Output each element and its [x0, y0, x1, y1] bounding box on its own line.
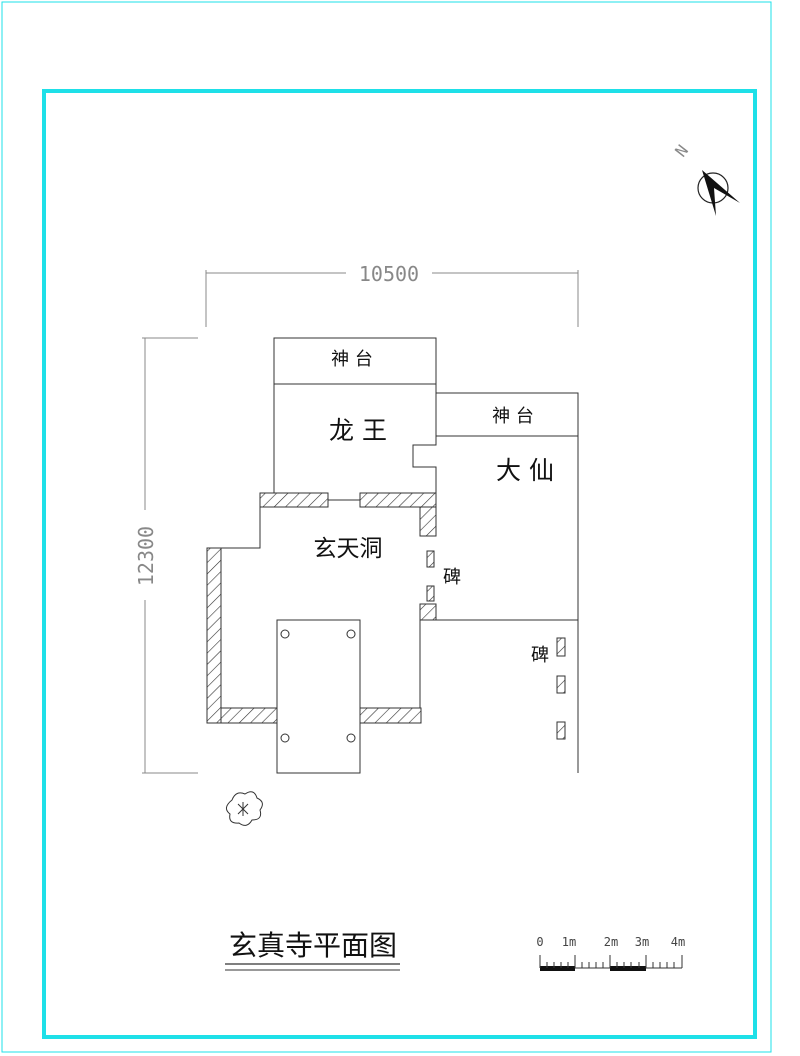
scale-label-3: 3m: [635, 935, 649, 949]
stele-label-right: 碑: [531, 645, 549, 666]
plan-title: 玄真寺平面图: [229, 929, 397, 962]
north-arrow-icon: [697, 170, 740, 216]
outer-sheet-border: [1, 1, 772, 1053]
tree-icon: [226, 791, 263, 826]
height-dimension-label: 12300: [134, 526, 158, 586]
daxian-label: 大 仙: [496, 456, 554, 485]
scale-label-0: 0: [536, 935, 543, 949]
scale-label-4: 4m: [671, 935, 685, 949]
stele-label-center: 碑: [443, 567, 461, 588]
height-dimension: [142, 337, 198, 774]
width-dimension-label: 10500: [359, 262, 419, 286]
scale-bar: 0 1m 2m 3m 4m: [536, 935, 685, 971]
north-label: N: [671, 141, 692, 160]
xuantiandong-label: 玄天洞: [314, 536, 383, 562]
altar-top-box: [273, 337, 437, 385]
altar-right-box: [435, 392, 579, 437]
drawing-frame: [42, 89, 757, 1039]
longwang-label: 龙 王: [329, 416, 387, 445]
altar-top-label: 神 台: [331, 349, 373, 370]
altar-right-label: 神 台: [492, 406, 534, 427]
width-dimension: [205, 270, 579, 327]
hatched-walls: [206, 492, 566, 740]
scale-label-2: 2m: [604, 935, 618, 949]
scale-label-1: 1m: [562, 935, 576, 949]
entrance-porch: [276, 619, 361, 774]
plan-walls: [220, 337, 579, 774]
